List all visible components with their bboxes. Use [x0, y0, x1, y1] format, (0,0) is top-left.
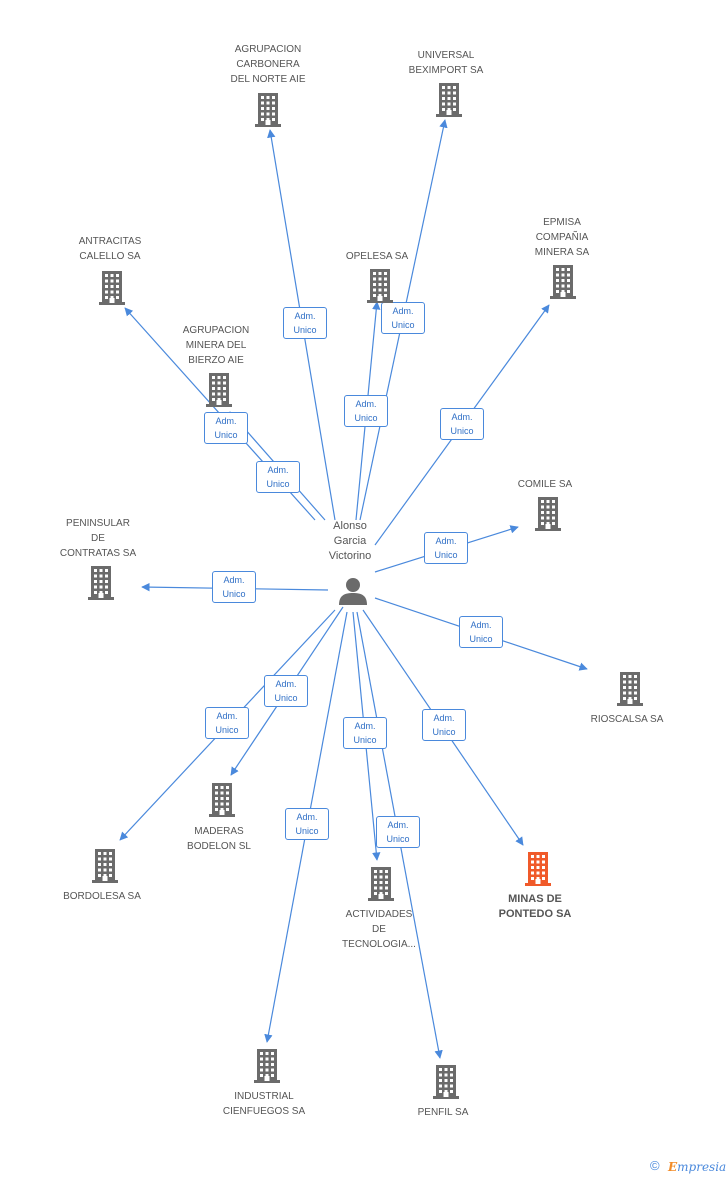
building-icon[interactable] — [253, 93, 283, 127]
company-name-actividades[interactable]: ACTIVIDADES DE TECNOLOGIA... — [342, 909, 416, 950]
building-icon[interactable] — [252, 1049, 282, 1083]
building-icon[interactable] — [97, 271, 127, 305]
role-badge-maderas-bodelon: Adm. Unico — [264, 675, 308, 707]
role-badge-actividades: Adm. Unico — [343, 717, 387, 749]
company-name-penfil[interactable]: PENFIL SA — [417, 1107, 469, 1118]
building-icon[interactable] — [86, 566, 116, 600]
person-icon[interactable] — [337, 575, 369, 607]
company-name-antracitas-calello[interactable]: ANTRACITAS CALELLO SA — [78, 236, 142, 262]
building-icon[interactable] — [366, 867, 396, 901]
company-name-epmisa[interactable]: EPMISA COMPAÑIA MINERA SA — [534, 217, 590, 258]
role-badge-antracitas-calello: Adm. Unico — [204, 412, 248, 444]
brand-initial: E — [668, 1160, 678, 1174]
copyright-symbol: © — [650, 1158, 660, 1173]
company-name-maderas-bodelon[interactable]: MADERAS BODELON SL — [187, 826, 251, 852]
company-name-opelesa[interactable]: OPELESA SA — [345, 251, 409, 262]
building-icon[interactable] — [365, 269, 395, 303]
company-name-agrupacion-minera[interactable]: AGRUPACION MINERA DEL BIERZO AIE — [182, 325, 250, 366]
building-icon[interactable] — [434, 83, 464, 117]
role-badge-agrupacion-minera: Adm. Unico — [256, 461, 300, 493]
role-badge-penfil: Adm. Unico — [376, 816, 420, 848]
company-name-bordolesa[interactable]: BORDOLESA SA — [63, 891, 141, 902]
company-name-rioscalsa[interactable]: RIOSCALSA SA — [590, 714, 664, 725]
company-name-peninsular[interactable]: PENINSULAR DE CONTRATAS SA — [59, 518, 137, 559]
building-icon[interactable] — [431, 1065, 461, 1099]
company-name-minas-pontedo[interactable]: MINAS DE PONTEDO SA — [498, 893, 572, 920]
building-icon[interactable] — [533, 497, 563, 531]
company-name-universal-beximport[interactable]: UNIVERSAL BEXIMPORT SA — [408, 50, 484, 76]
building-icon[interactable] — [204, 373, 234, 407]
role-badge-rioscalsa: Adm. Unico — [459, 616, 503, 648]
company-name-agrupacion-carbonera[interactable]: AGRUPACION CARBONERA DEL NORTE AIE — [230, 44, 306, 85]
building-icon[interactable] — [207, 783, 237, 817]
role-badge-agrupacion-carbonera: Adm. Unico — [283, 307, 327, 339]
company-name-industrial-cienfuegos[interactable]: INDUSTRIAL CIENFUEGOS SA — [222, 1091, 306, 1117]
role-badge-comile: Adm. Unico — [424, 532, 468, 564]
role-badge-peninsular: Adm. Unico — [212, 571, 256, 603]
building-icon[interactable] — [548, 265, 578, 299]
building-icon[interactable] — [615, 672, 645, 706]
brand-name: mpresia — [677, 1160, 727, 1174]
empresia-logo[interactable]: Empresia — [668, 1160, 726, 1174]
building-icon[interactable] — [90, 849, 120, 883]
role-badge-epmisa: Adm. Unico — [440, 408, 484, 440]
role-badge-opelesa: Adm. Unico — [344, 395, 388, 427]
center-person-name: Alonso Garcia Victorino — [328, 520, 372, 562]
role-badge-universal-beximport: Adm. Unico — [381, 302, 425, 334]
building-icon[interactable] — [523, 852, 553, 886]
role-badge-industrial-cienfuegos: Adm. Unico — [285, 808, 329, 840]
company-name-comile[interactable]: COMILE SA — [517, 479, 573, 490]
role-badge-minas-pontedo: Adm. Unico — [422, 709, 466, 741]
role-badge-bordolesa: Adm. Unico — [205, 707, 249, 739]
